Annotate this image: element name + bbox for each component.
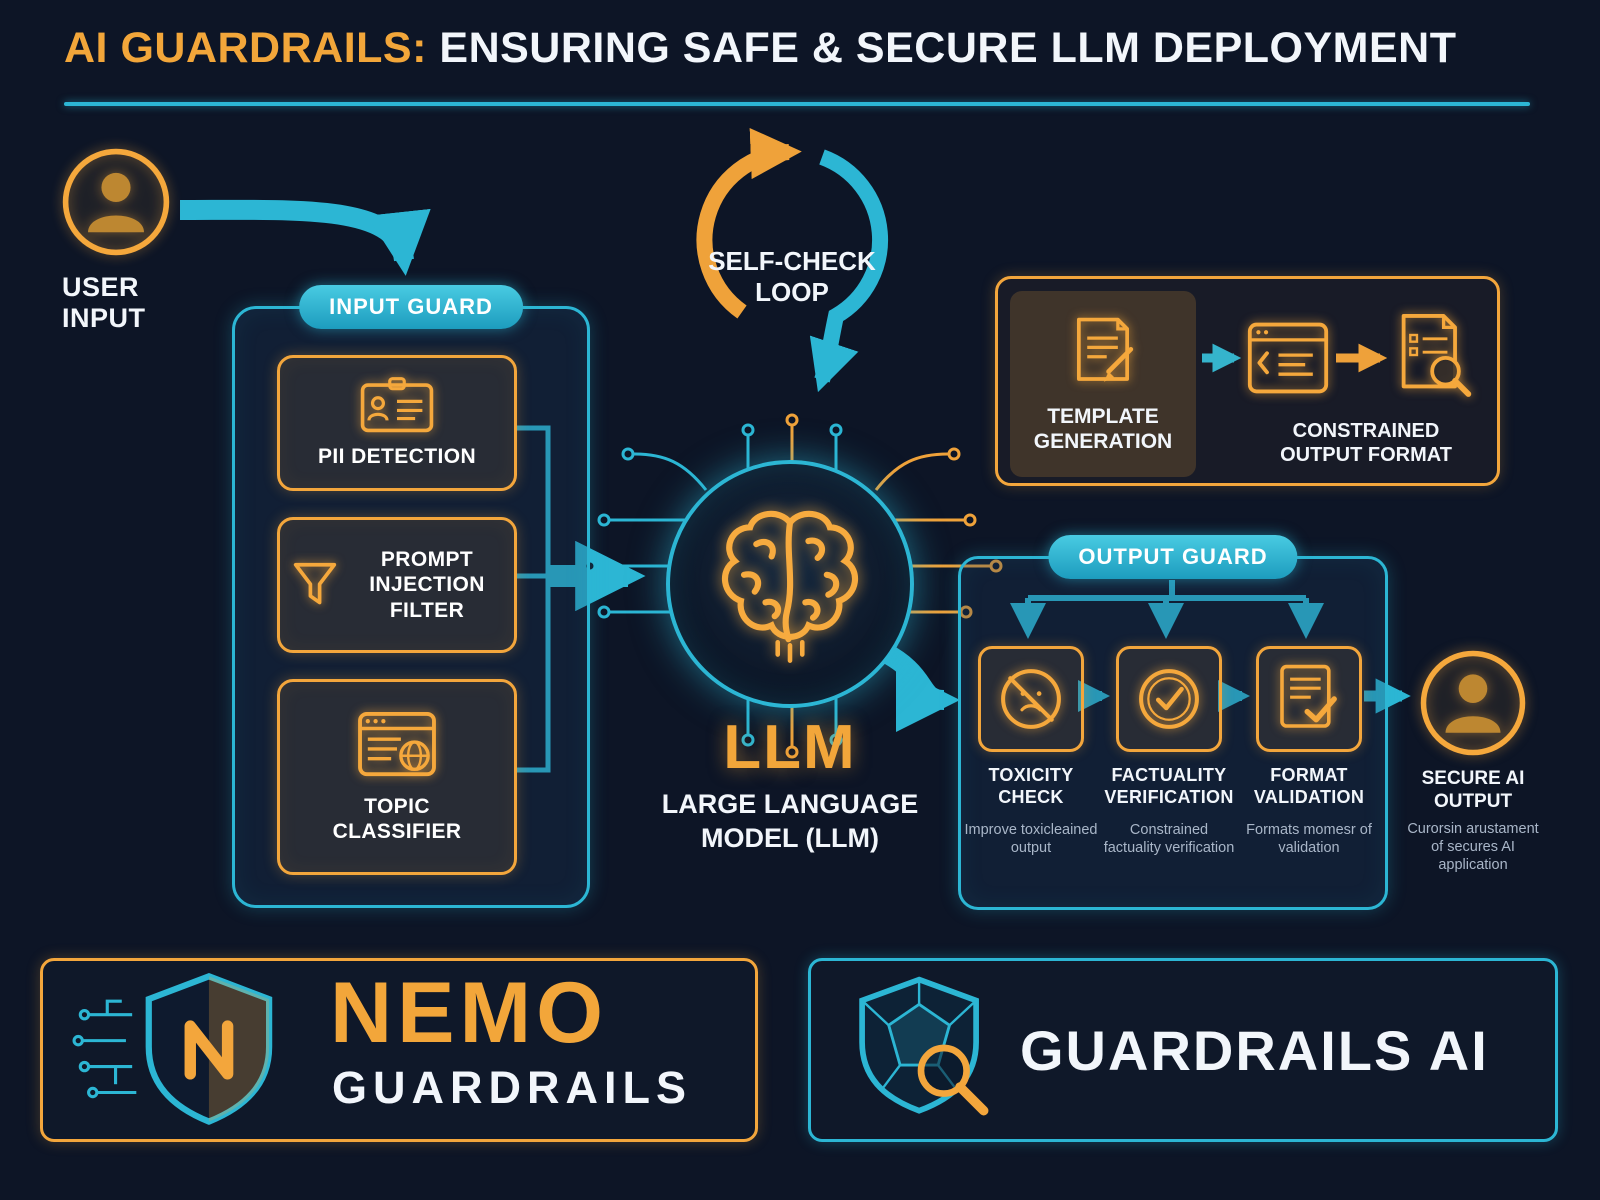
input-guard-panel: INPUT GUARD PII DETECTION PROMPT INJECTI… xyxy=(232,285,590,908)
document-pencil-icon xyxy=(1077,317,1134,382)
llm-core-circle xyxy=(666,460,914,708)
input-guard-title: INPUT GUARD xyxy=(299,285,523,329)
id-card-icon xyxy=(360,377,434,433)
pii-detection-label: PII DETECTION xyxy=(317,445,477,469)
brain-icon xyxy=(722,510,858,663)
secure-output-user-icon xyxy=(1420,650,1526,756)
user-input-label: USER INPUT xyxy=(62,272,146,334)
secure-output-subtext: Curorsin arustament of secures AI applic… xyxy=(1407,821,1539,874)
funnel-icon xyxy=(293,562,337,605)
browser-globe-icon xyxy=(358,711,436,776)
factuality-verification-box xyxy=(1116,646,1222,752)
template-generation-panel: TEMPLATE GENERATION CONSTRAINED OUTPUT F… xyxy=(995,276,1500,486)
document-magnifier-icon xyxy=(1401,314,1472,397)
self-check-loop-label: SELF-CHECK LOOP xyxy=(708,246,876,308)
factuality-verification-subtext: Constrained factuality verification xyxy=(1103,822,1235,857)
template-generation-box: TEMPLATE GENERATION xyxy=(1010,291,1196,477)
toxicity-check-box xyxy=(978,646,1084,752)
output-guard-panel: OUTPUT GUARD TOXICITY CHECK xyxy=(958,535,1388,910)
secure-output-label: SECURE AI OUTPUT xyxy=(1421,768,1525,812)
llm-title: LLM xyxy=(723,713,857,782)
format-validation-subtext: Formats momesr of validation xyxy=(1246,822,1372,857)
check-circle-icon xyxy=(1139,669,1199,729)
page-title: AI GUARDRAILS: ENSURING SAFE & SECURE LL… xyxy=(64,24,1457,73)
guardrails-ai-title: GUARDRAILS AI xyxy=(1020,1019,1489,1082)
nemo-subtitle: GUARDRAILS xyxy=(332,1062,692,1113)
page-title-accent: AI GUARDRAILS: xyxy=(64,24,427,72)
constrained-output-format-label: CONSTRAINED OUTPUT FORMAT xyxy=(1280,420,1452,466)
nemo-shield-icon xyxy=(72,972,273,1125)
user-icon xyxy=(62,148,170,256)
code-window-icon xyxy=(1247,322,1329,394)
guardrails-ai-shield-icon xyxy=(859,976,989,1116)
output-guard-title: OUTPUT GUARD xyxy=(1048,535,1298,579)
toxicity-icon xyxy=(1001,669,1061,729)
nemo-title: NEMO xyxy=(330,965,608,1061)
factuality-verification-label: FACTUALITY VERIFICATION xyxy=(1104,765,1234,807)
toxicity-check-label: TOXICITY CHECK xyxy=(988,765,1074,807)
template-generation-label: TEMPLATE GENERATION xyxy=(1033,404,1173,453)
format-validation-label: FORMAT VALIDATION xyxy=(1253,765,1365,807)
llm-subtitle: LARGE LANGUAGE MODEL (LLM) xyxy=(661,789,919,853)
document-check-icon xyxy=(1280,664,1337,728)
toxicity-check-subtext: Improve toxicleained output xyxy=(964,822,1098,857)
prompt-injection-filter-box: PROMPT INJECTION FILTER xyxy=(277,517,517,653)
prompt-injection-filter-label: PROMPT INJECTION FILTER xyxy=(369,548,485,622)
topic-classifier-label: TOPIC CLASSIFIER xyxy=(332,794,462,843)
topic-classifier-box: TOPIC CLASSIFIER xyxy=(277,679,517,875)
pii-detection-box: PII DETECTION xyxy=(277,355,517,491)
title-divider xyxy=(64,102,1530,106)
format-validation-box xyxy=(1256,646,1362,752)
page-title-rest: ENSURING SAFE & SECURE LLM DEPLOYMENT xyxy=(426,24,1457,72)
